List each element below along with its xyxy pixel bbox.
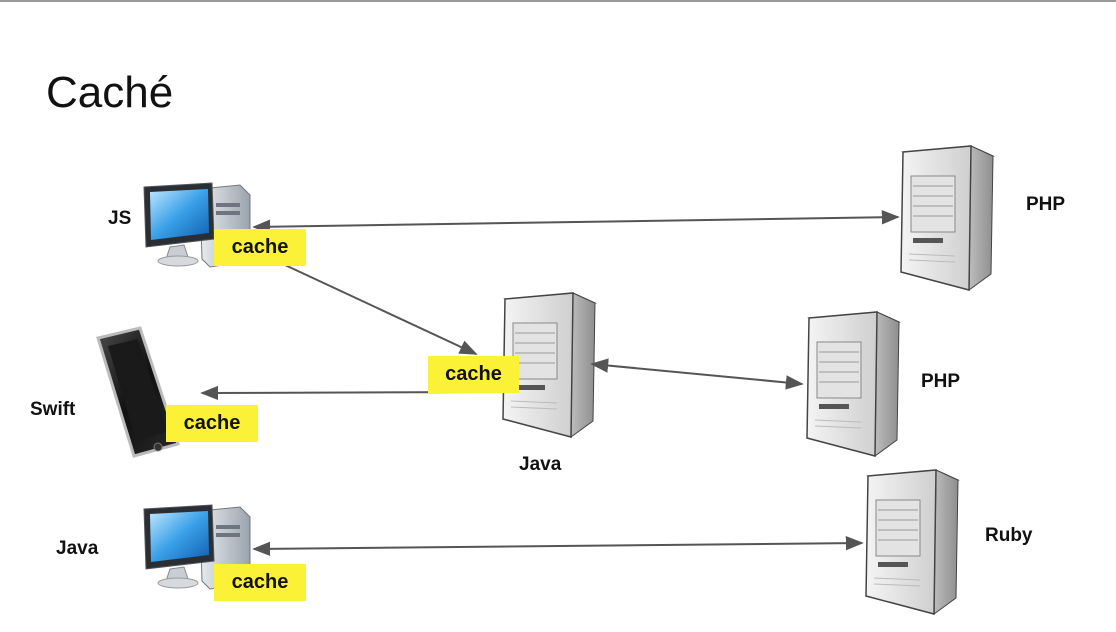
- client-label-js: JS: [108, 208, 132, 229]
- server-java-center-icon: [502, 292, 597, 438]
- server-ruby-icon: [865, 469, 960, 615]
- server-label-php-top: PHP: [1026, 194, 1066, 215]
- server-label-php-middle: PHP: [921, 371, 961, 392]
- cache-badge-java-client: cache: [214, 564, 306, 601]
- cache-badge-swift: cache: [166, 405, 258, 442]
- server-php-middle-icon: [806, 311, 901, 457]
- server-php-top-icon: [900, 145, 995, 291]
- smartphone-swift-icon: [96, 326, 180, 458]
- arrow-java-php: [590, 358, 804, 390]
- arrow-java-ruby: [252, 535, 864, 557]
- slide-title: Caché: [46, 68, 174, 117]
- server-label-ruby: Ruby: [985, 525, 1033, 546]
- cache-badge-java-server: cache: [428, 356, 519, 393]
- arrow-js-java: [269, 257, 478, 355]
- server-label-java: Java: [519, 454, 562, 475]
- client-label-java: Java: [56, 538, 99, 559]
- top-divider: [0, 0, 1116, 2]
- arrow-js-php: [252, 210, 900, 234]
- cache-badge-js: cache: [214, 229, 306, 266]
- client-label-swift: Swift: [30, 399, 76, 420]
- desktop-js-icon: [143, 182, 251, 268]
